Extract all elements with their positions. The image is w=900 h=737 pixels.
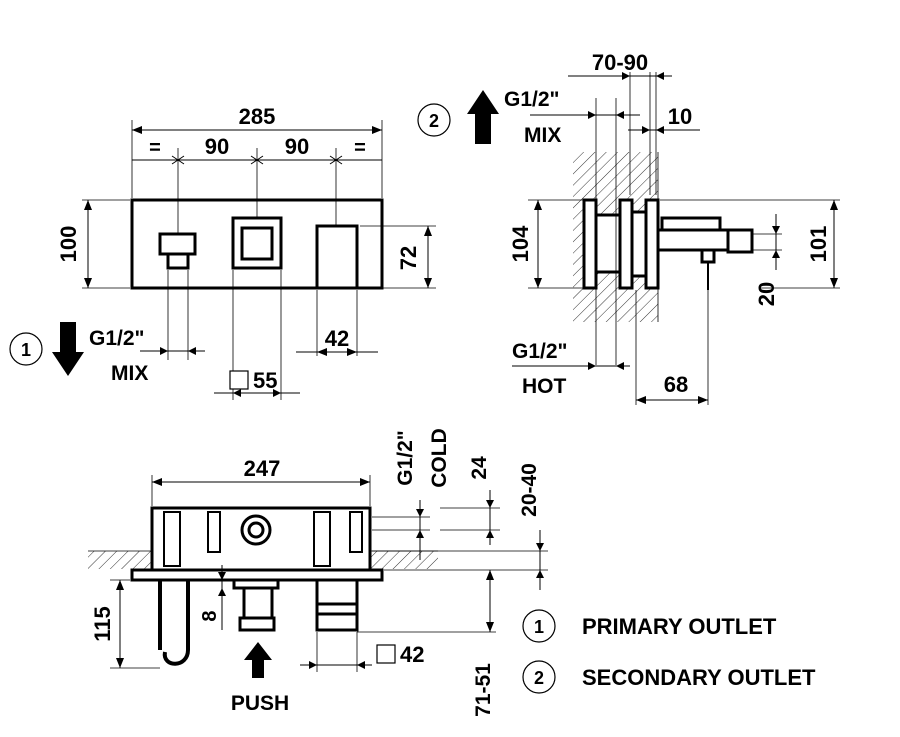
side-height-104: 104: [508, 225, 533, 262]
front-square-55: 55: [253, 368, 277, 393]
up-arrow-icon: [467, 90, 499, 144]
front-spacing-right: 90: [285, 134, 309, 159]
side-offset-20: 20: [754, 282, 779, 306]
legend-label-1: PRIMARY OUTLET: [582, 614, 777, 639]
front-height-100: 100: [56, 226, 81, 263]
front-equal-right: =: [354, 137, 366, 159]
side-inlet-hot: HOT: [522, 375, 567, 398]
legend-number-1: 1: [534, 617, 544, 637]
legend: 1 PRIMARY OUTLET 2 SECONDARY OUTLET: [522, 609, 816, 694]
side-spout: [656, 228, 730, 252]
legend-1-circle-icon: [522, 609, 556, 643]
outlet-2-circle-icon: [417, 103, 451, 137]
side-outlet-mix: MIX: [524, 124, 561, 147]
top-width-247: 247: [244, 456, 281, 481]
legend-label-2: SECONDARY OUTLET: [582, 665, 816, 690]
top-height-115: 115: [90, 606, 115, 642]
side-offset-10: 10: [668, 104, 692, 129]
top-spout-hook: [162, 649, 190, 666]
front-outlet-thread: G1/2": [89, 327, 144, 350]
side-view: 70-90 10 104 101 20 68 G1/2" HOT G1/2" M…: [417, 50, 840, 405]
push-button: [242, 586, 274, 620]
outlet-1-circle-icon: [9, 332, 43, 366]
push-arrow-icon: [244, 642, 272, 678]
top-push-label: PUSH: [231, 692, 289, 715]
top-gap-8: 8: [199, 610, 221, 621]
front-handle-42: 42: [325, 326, 349, 351]
front-equal-left: =: [149, 137, 161, 159]
side-outlet-number: 2: [429, 111, 439, 131]
front-view: 285 = 90 90 = 100 72 42 55 G1/2" MIX 1: [9, 104, 436, 400]
front-width-285: 285: [239, 104, 276, 129]
top-range-20-40: 20-40: [518, 463, 541, 517]
side-inlet-thread: G1/2": [512, 340, 567, 363]
top-range-71-51: 71-51: [472, 663, 495, 717]
top-cold-thread: G1/2": [394, 430, 417, 485]
front-outlet-number: 1: [21, 340, 31, 360]
legend-number-2: 2: [534, 668, 544, 688]
front-square-inner: [240, 226, 274, 261]
top-view: 247 G1/2" COLD 24 20-40 115 8 42 71-51 P…: [88, 428, 548, 717]
top-square-42: 42: [400, 642, 424, 667]
side-wall-range: 70-90: [592, 50, 648, 75]
front-height-72: 72: [396, 246, 421, 270]
front-outlet-knob: [158, 232, 197, 256]
down-arrow-icon: [52, 322, 84, 376]
side-height-101: 101: [806, 226, 831, 263]
square-symbol-icon: [229, 370, 249, 390]
top-offset-24: 24: [468, 456, 491, 480]
side-depth-68: 68: [664, 372, 688, 397]
legend-2-circle-icon: [522, 660, 556, 694]
side-outlet-thread: G1/2": [504, 88, 559, 111]
front-outlet-mix: MIX: [111, 362, 148, 385]
square-symbol-icon-2: [376, 644, 396, 664]
top-cold-label: COLD: [428, 428, 451, 488]
front-handle: [315, 224, 359, 290]
front-outlet-nozzle: [166, 252, 190, 270]
front-spacing-left: 90: [205, 134, 229, 159]
